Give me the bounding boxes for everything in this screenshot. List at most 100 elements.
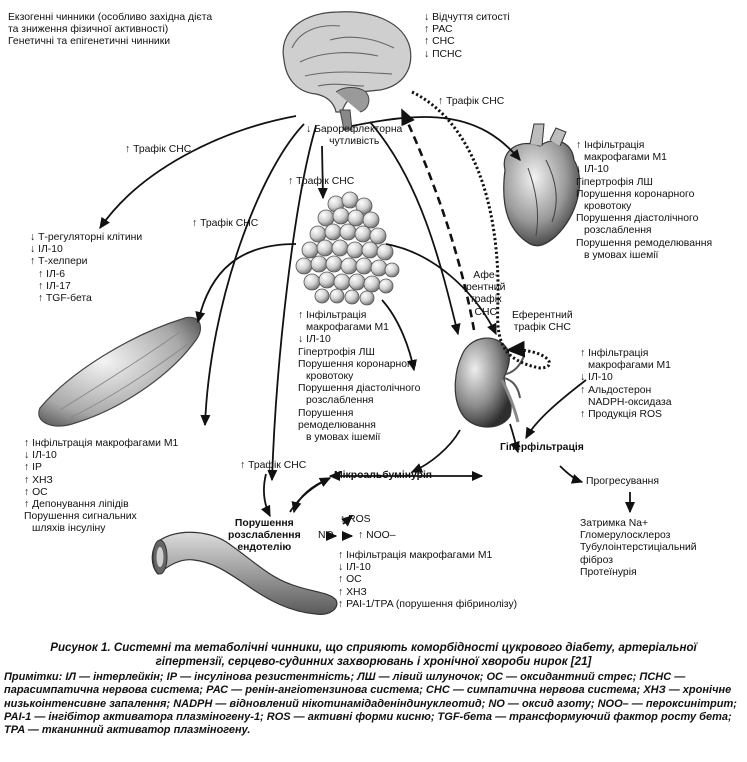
heart-line: Порушення діастолічного xyxy=(576,213,699,225)
kidney-line: ↑ Інфільтрація xyxy=(580,348,649,359)
arrows xyxy=(99,115,636,542)
adipose-tissue-illustration xyxy=(295,191,400,306)
adipose-line: Порушення xyxy=(298,407,354,419)
endo-effect: ↑ ОС xyxy=(338,574,362,586)
endo-effect: ↑ ХНЗ xyxy=(338,586,367,598)
brain-effects: ↓ Відчуття ситості ↑ РАС ↑ СНС ↓ ПСНС xyxy=(424,12,510,61)
adipose-line: ремоделювання xyxy=(298,419,376,431)
kidney-line: ↑ Альдостерон xyxy=(580,384,652,396)
muscle-line: ↑ Інфільтрація макрофагами М1 xyxy=(24,438,179,449)
kidney-line: NADPH-оксидаза xyxy=(588,396,672,408)
brain-effect: ↓ ПСНС xyxy=(424,48,463,60)
afferent-line: Афе- xyxy=(473,270,499,281)
muscle-line: ↑ ІР xyxy=(24,462,42,474)
afferent-line: СНС xyxy=(474,306,497,318)
muscle-line: Порушення сигнальних xyxy=(24,511,137,523)
kidney-line: макрофагами М1 xyxy=(588,360,671,372)
notes-label: Примітки: xyxy=(4,671,63,683)
kidney-illustration xyxy=(454,337,525,428)
efferent-line: Еферентний xyxy=(512,310,573,321)
progression-item: фіброз xyxy=(580,554,614,566)
heart-line: Порушення ремоделювання xyxy=(576,237,713,249)
blood-vessel-illustration xyxy=(151,531,338,615)
adipose-line: розслаблення xyxy=(306,395,374,407)
dashed-afferent xyxy=(400,108,476,331)
brain-effect: ↑ СНС xyxy=(424,36,455,48)
immune-line: ↑ TGF-бета xyxy=(38,293,92,305)
kidney-line: ↑ Продукція ROS xyxy=(580,409,662,421)
adipose-line: ↑ Інфільтрація xyxy=(298,310,367,321)
endo-effect: ↓ ІЛ-10 xyxy=(338,562,371,574)
sns-traffic-adipose: ↑ Трафік СНС xyxy=(288,176,355,187)
muscle-line: ↑ Депонування ліпідів xyxy=(24,499,129,511)
muscle-line: ↑ ОС xyxy=(24,486,48,498)
progression-item: Затримка Na+ xyxy=(580,518,649,529)
baroreflex-line: ↓ Барорефлекторна xyxy=(306,124,403,135)
afferent-line: трафік xyxy=(469,294,502,306)
immune-line: ↑ ІЛ-17 xyxy=(38,280,71,292)
hyperfiltration-label: Гіперфільтрація xyxy=(500,442,584,453)
kidney-effects: ↑ Інфільтрація макрофагами М1 ↓ ІЛ-10 ↑ … xyxy=(580,348,672,421)
baroreflex-label: ↓ Барорефлекторна чутливість xyxy=(306,124,402,148)
adipose-line: ↓ ІЛ-10 xyxy=(298,334,331,346)
endo-effect: ↑ Інфільтрація макрофагами М1 xyxy=(338,550,493,561)
progression-list: Затримка Na+ Гломерулосклероз Тубулоінте… xyxy=(580,518,697,579)
factor-line: Генетичні та епігенетичні чинники xyxy=(8,36,171,48)
heart-effects: ↑ Інфільтрація макрофагами М1 ↓ ІЛ-10 Гі… xyxy=(576,140,712,262)
heart-line: кровотоку xyxy=(584,201,632,213)
noo-label: ↑ NOO– xyxy=(358,530,396,541)
endothelium-line: ендотелію xyxy=(237,542,292,554)
external-factors: Екзогенні чинники (особливо західна дієт… xyxy=(8,12,212,49)
progression-label: Прогресування xyxy=(586,476,660,487)
heart-line: Гіпертрофія ЛШ xyxy=(576,176,653,188)
brain-illustration xyxy=(282,11,412,131)
diagram: Екзогенні чинники (особливо західна дієт… xyxy=(8,11,712,615)
heart-line: Порушення коронарного xyxy=(576,188,695,200)
adipose-line: макрофагами М1 xyxy=(306,322,389,334)
endothelium-line: Порушення xyxy=(234,518,294,529)
muscle-effects: ↑ Інфільтрація макрофагами М1 ↓ ІЛ-10 ↑ … xyxy=(24,438,178,536)
endothelium-line: розслаблення xyxy=(228,530,301,542)
adipose-line: Гіпертрофія ЛШ xyxy=(298,346,375,358)
efferent-line: трафік СНС xyxy=(513,322,571,334)
adipose-line: кровотоку xyxy=(306,371,354,383)
heart-line: макрофагами М1 xyxy=(584,152,667,164)
muscle-line: шляхів інсуліну xyxy=(32,523,106,535)
afferent-line: рентний xyxy=(466,282,506,294)
adipose-effects: ↑ Інфільтрація макрофагами М1 ↓ ІЛ-10 Гі… xyxy=(298,310,420,444)
immune-effects: ↓ Т-регуляторні клітини ↓ ІЛ-10 ↑ Т-хелп… xyxy=(30,232,142,305)
immune-line: ↓ Т-регуляторні клітини xyxy=(30,232,143,243)
progression-item: Протеїнурія xyxy=(580,566,637,578)
adipose-line: в умовах ішемії xyxy=(306,432,381,444)
ros-label: ↑ ROS xyxy=(340,514,371,525)
sns-traffic-endothelium: ↑ Трафік СНС xyxy=(240,460,307,471)
caption-title: Рисунок 1. Системні та метаболічні чинни… xyxy=(50,641,697,668)
efferent-traffic-label: Еферентний трафік СНС xyxy=(512,310,573,334)
sns-traffic-heart: ↑ Трафік СНС xyxy=(438,96,505,107)
adipose-line: Порушення діастолічного xyxy=(298,383,421,395)
microalbuminuria-label: Мікроальбумінурія xyxy=(334,470,432,481)
dotted-efferent xyxy=(411,90,551,370)
factor-line: Екзогенні чинники (особливо західна дієт… xyxy=(8,12,213,23)
heart-line: розслаблення xyxy=(584,225,652,237)
endo-effect: ↑ PAI-1/TPA (порушення фібринолізу) xyxy=(338,598,518,610)
muscle-line: ↑ ХНЗ xyxy=(24,474,53,486)
heart-line: ↑ Інфільтрація xyxy=(576,140,645,151)
afferent-traffic-label: Афе- рентний трафік СНС xyxy=(466,270,505,319)
progression-item: Гломерулосклероз xyxy=(580,530,671,542)
factor-line: та зниження фізичної активності) xyxy=(8,24,169,36)
brain-effect: ↓ Відчуття ситості xyxy=(424,12,510,23)
sns-traffic-muscle: ↑ Трафік СНС xyxy=(192,218,259,229)
brain-effect: ↑ РАС xyxy=(424,24,453,36)
muscle-illustration xyxy=(38,316,202,427)
caption-notes: Примітки: ІЛ — інтерлейкін; ІР — інсулін… xyxy=(4,671,743,737)
baroreflex-line: чутливість xyxy=(329,136,380,148)
notes-text: ІЛ — інтерлейкін; ІР — інсулінова резист… xyxy=(4,671,737,737)
heart-line: в умовах ішемії xyxy=(584,249,659,261)
adipose-line: Порушення коронарного xyxy=(298,358,417,370)
heart-illustration xyxy=(503,123,581,247)
no-label: NO xyxy=(318,530,334,541)
immune-line: ↑ Т-хелпери xyxy=(30,256,88,268)
endothelium-effects: ↑ Інфільтрація макрофагами М1 ↓ ІЛ-10 ↑ … xyxy=(338,550,517,611)
immune-line: ↓ ІЛ-10 xyxy=(30,244,63,256)
